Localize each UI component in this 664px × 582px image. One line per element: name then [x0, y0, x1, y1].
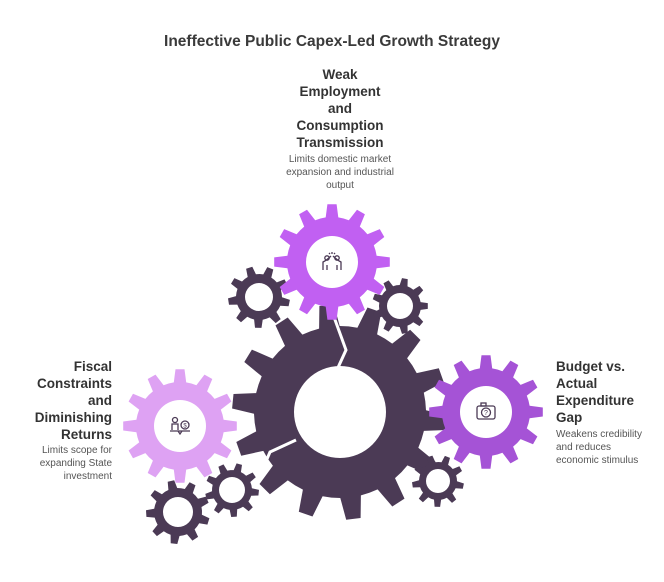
camera-question-icon: ? [476, 402, 496, 420]
small-dark-gear [228, 266, 290, 328]
heading-line: Gap [556, 410, 583, 425]
heading-line: Constraints [36, 376, 112, 391]
heading-right: Budget vs. Actual Expenditure Gap [556, 358, 656, 426]
small-dark-gear [205, 463, 259, 517]
heading-line: Actual [556, 376, 598, 391]
heading-line: and [87, 393, 112, 408]
heading-left: Fiscal Constraints and Diminishing Retur… [20, 358, 112, 443]
heading-line: Consumption [296, 118, 384, 133]
heading-top: Weak Employment and Consumption Transmis… [290, 66, 390, 151]
heading-line: Expenditure [556, 393, 635, 408]
heading-line: Returns [60, 427, 112, 442]
person-money-balance-icon: $ [170, 416, 190, 436]
svg-text:?: ? [484, 410, 488, 417]
small-dark-gear [146, 480, 210, 544]
svg-text:$: $ [183, 424, 187, 430]
description-left: Limits scope for expanding State investm… [39, 445, 112, 482]
heading-line: Fiscal [73, 359, 112, 374]
gear-top [274, 204, 390, 320]
small-dark-gear [412, 455, 464, 507]
heading-line: Budget vs. [556, 359, 626, 374]
diagram-title: Ineffective Public Capex-Led Growth Stra… [164, 33, 500, 50]
description-right: Weakens credibility and reduces economic… [556, 429, 642, 466]
heading-line: Weak [322, 67, 358, 82]
heading-line: Transmission [296, 135, 384, 150]
gear-crack [256, 305, 348, 481]
heading-line: and [327, 101, 352, 116]
heading-line: Employment [299, 84, 381, 99]
big-dark-gear [232, 304, 448, 520]
team-celebration-icon [322, 252, 342, 270]
gear-left [123, 369, 237, 483]
small-dark-gear [372, 278, 428, 334]
heading-line: Diminishing [34, 410, 112, 425]
gear-right [429, 355, 543, 469]
description-top: Limits domestic market expansion and ind… [286, 154, 394, 191]
